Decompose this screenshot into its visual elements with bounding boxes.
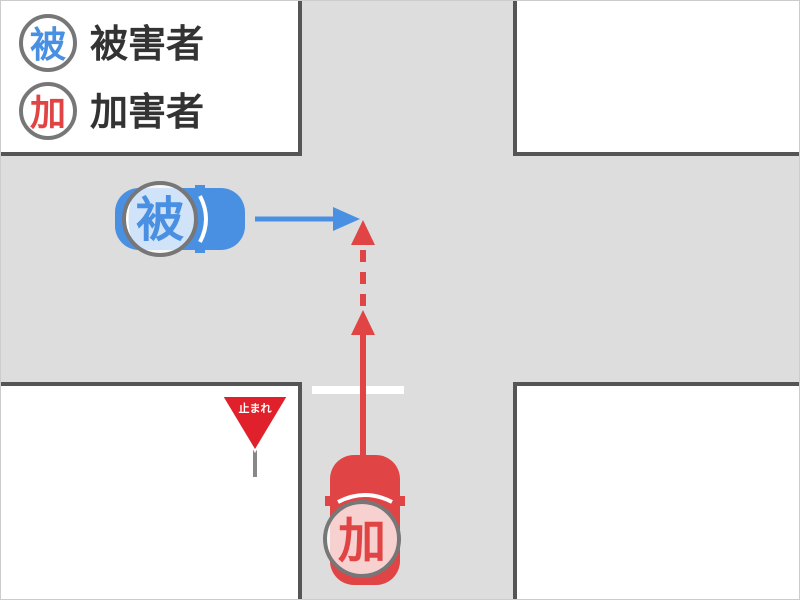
stop-line <box>312 386 404 394</box>
offender-path <box>351 220 375 455</box>
victim-direction-arrow <box>255 207 360 231</box>
legend-offender: 加 加害者 <box>19 82 204 140</box>
offender-car-side-mirrors <box>325 496 405 506</box>
offender-arrow-head <box>351 310 375 335</box>
victim-car-badge <box>122 181 198 257</box>
stop-sign: 止まれ <box>220 395 290 477</box>
legend-offender-label: 加害者 <box>90 90 204 134</box>
legend-victim-symbol: 被 <box>30 25 66 66</box>
victim-car-symbol: 被 <box>136 192 184 248</box>
legend: 被 被害者 加 加害者 <box>19 14 204 140</box>
offender-car-windshield <box>337 493 393 504</box>
offender-car-badge <box>323 500 401 578</box>
offender-car: 加 <box>323 455 405 585</box>
legend-offender-badge <box>19 82 77 140</box>
legend-victim: 被 被害者 <box>19 14 204 72</box>
legend-offender-symbol: 加 <box>30 93 66 134</box>
legend-victim-label: 被害者 <box>90 22 204 66</box>
offender-car-symbol: 加 <box>338 513 386 569</box>
victim-car: 被 <box>115 181 245 257</box>
curb-bottom-right <box>513 382 800 600</box>
stop-sign-text: 止まれ <box>239 401 272 415</box>
legend-victim-badge <box>19 14 77 72</box>
curb-top-right <box>513 0 800 156</box>
offender-projected-arrow-head <box>351 220 375 245</box>
curb-top-left <box>0 0 302 156</box>
victim-arrow-head <box>333 207 360 231</box>
curb-bottom-left <box>0 382 302 600</box>
victim-car-windshield <box>198 195 208 243</box>
stop-sign-triangle <box>220 395 290 453</box>
